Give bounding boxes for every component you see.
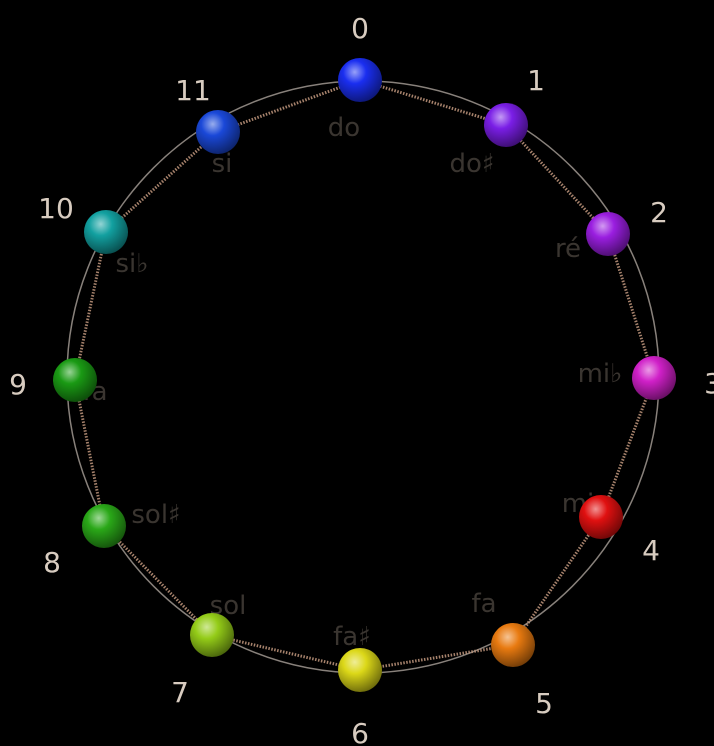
number-label-1: 1 (527, 64, 545, 97)
note-sphere-10 (84, 210, 128, 254)
note-sphere-8 (82, 504, 126, 548)
note-sphere-5 (491, 623, 535, 667)
number-label-11: 11 (175, 74, 211, 107)
note-label-2: ré (555, 234, 581, 264)
note-label-1: do♯ (450, 149, 495, 179)
note-sphere-6 (338, 648, 382, 692)
number-label-6: 6 (351, 717, 369, 746)
number-label-2: 2 (650, 196, 668, 229)
note-sphere-9 (53, 358, 97, 402)
reference-circle (67, 81, 659, 673)
number-label-3: 3 (704, 367, 714, 400)
note-sphere-1 (484, 103, 528, 147)
number-label-10: 10 (38, 192, 74, 225)
note-sphere-4 (579, 495, 623, 539)
number-label-5: 5 (535, 687, 553, 720)
note-label-8: sol♯ (131, 500, 180, 530)
note-label-0: do (328, 113, 360, 143)
number-label-7: 7 (171, 676, 189, 709)
number-label-8: 8 (43, 546, 61, 579)
note-label-6: fa♯ (333, 622, 371, 652)
note-sphere-11 (196, 110, 240, 154)
note-label-3: mi♭ (578, 359, 623, 389)
note-label-5: fa (471, 589, 496, 619)
note-sphere-3 (632, 356, 676, 400)
number-label-9: 9 (9, 368, 27, 401)
note-polygon (75, 80, 654, 670)
note-sphere-2 (586, 212, 630, 256)
note-label-10: si♭ (115, 249, 148, 279)
number-label-4: 4 (642, 534, 660, 567)
note-sphere-0 (338, 58, 382, 102)
note-sphere-7 (190, 613, 234, 657)
number-label-0: 0 (351, 12, 369, 45)
